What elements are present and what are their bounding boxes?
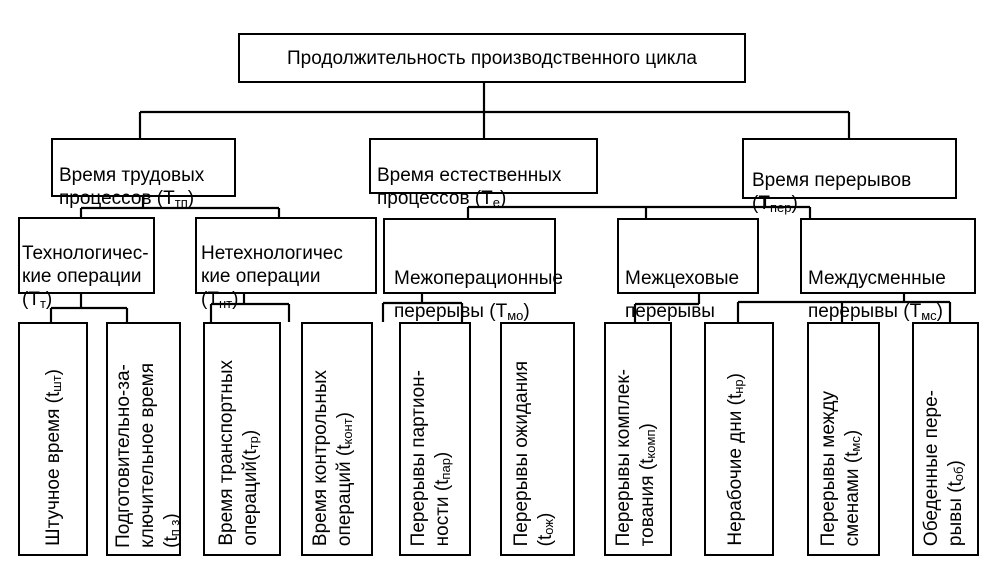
leaf-assembly-breaks: Перерывы комплек- тования (tкомп) <box>604 322 672 556</box>
root-node: Продолжительность производственного цикл… <box>238 33 746 83</box>
leaf-lunch-breaks: Обеденные пере- рывы (tоб) <box>912 322 979 556</box>
leaf-between-shift-breaks: Перерывы между сменами (tмс) <box>807 322 880 556</box>
leaf-nonworking-days: Нерабочие дни (tнр) <box>704 322 774 556</box>
leaf-piece-time: Штучное время (tшт) <box>18 322 88 556</box>
leaf-control-operations: Время контрольных операций (tконт) <box>301 322 373 556</box>
node-interoperation-breaks: Межоперационные перерывы (Tмо) <box>383 218 563 322</box>
node-technological-operations: Технологичес- кие операции (Tт) <box>18 217 155 310</box>
node-nontechnological-operations: Нетехнологичес кие операции (Tнт) <box>195 217 377 310</box>
leaf-waiting-breaks: Перерывы ожидания (tож) <box>500 322 575 556</box>
node-break-time: Время перерывов (Tпер) <box>742 138 957 214</box>
node-natural-processes: Время естественных процессов (Tе) <box>369 138 598 209</box>
root-node-label: Продолжительность производственного цикл… <box>287 47 697 69</box>
leaf-batch-breaks: Перерывы партион- ности (tпар) <box>399 322 471 556</box>
node-intershift-breaks: Междусменные перерывы (Tмс) <box>800 218 976 322</box>
node-labor-processes: Время трудовых процессов (Tтп) <box>51 138 236 209</box>
leaf-transport-operations: Время транспортных операций(tтр) <box>203 322 281 556</box>
node-intershop-breaks: Межцеховые перерывы (Tмц) <box>617 218 759 355</box>
leaf-preparatory-final-time: Подготовительно-за- ключительное время (… <box>106 322 182 556</box>
